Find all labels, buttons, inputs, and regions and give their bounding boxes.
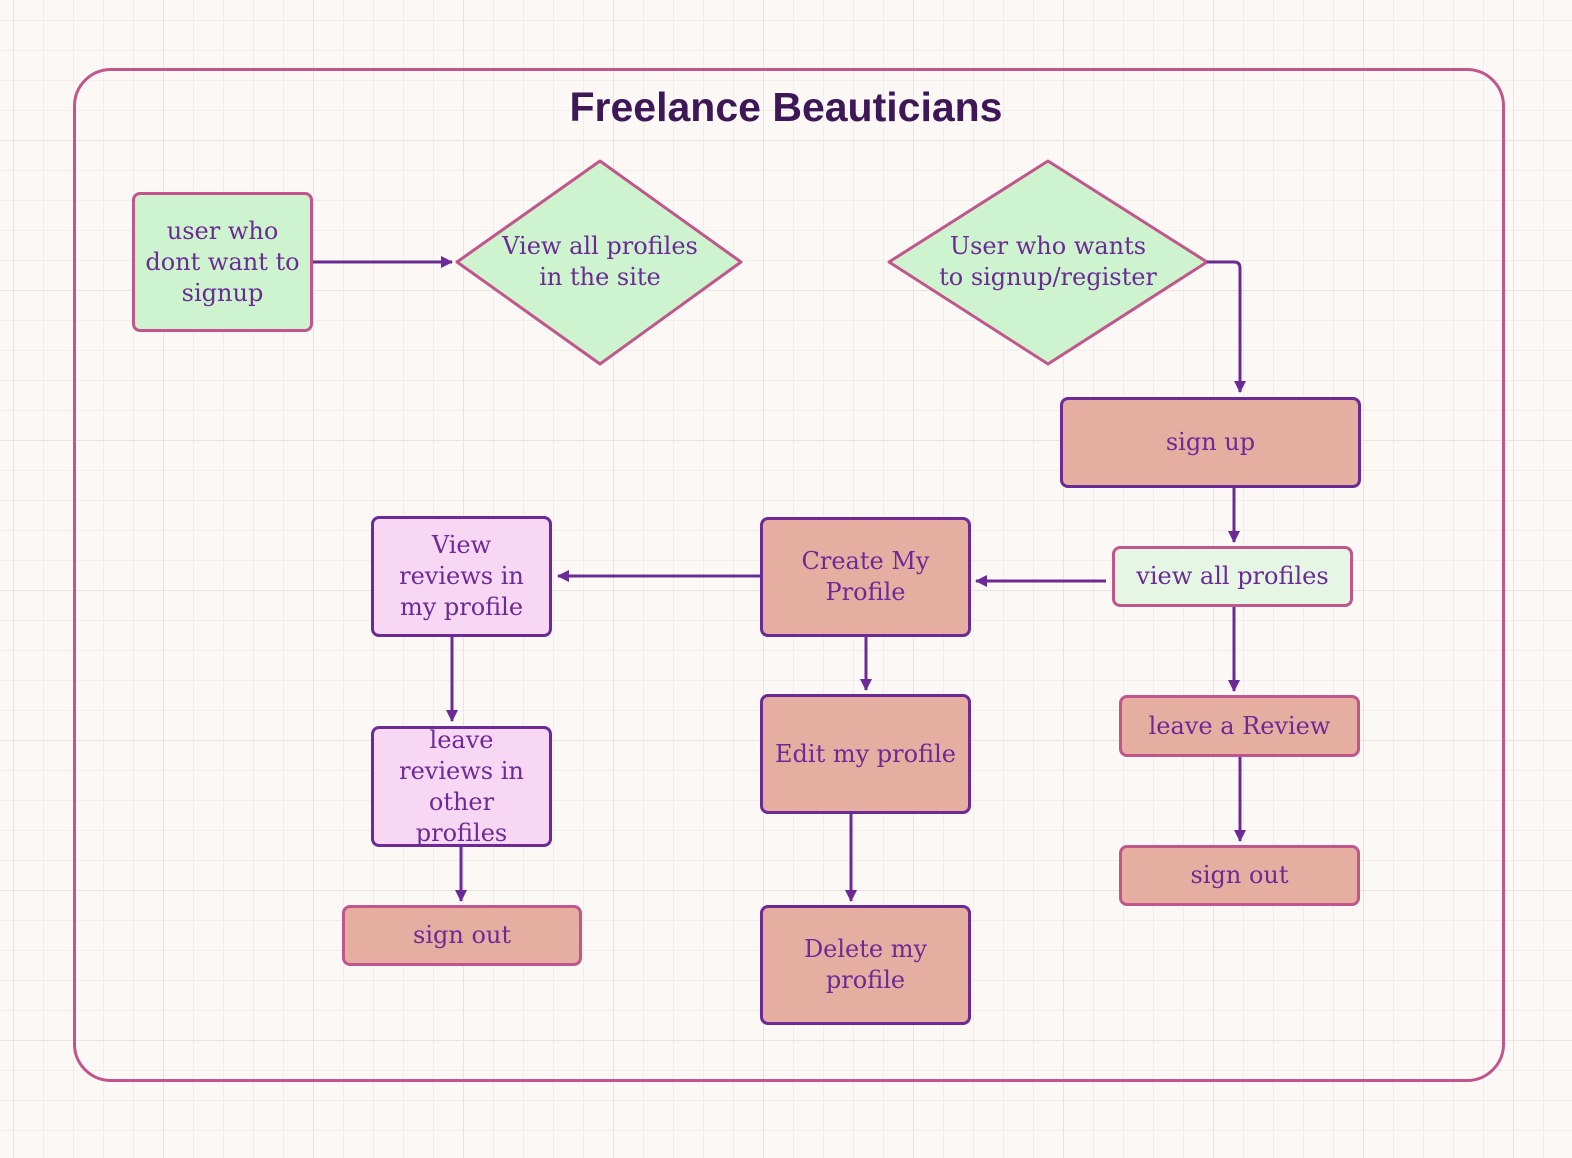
delete-profile-label: Delete my profile — [803, 935, 928, 994]
no-signup-user-label: user who dont want to signup — [145, 216, 300, 307]
delete-profile-node[interactable]: Delete my profile — [760, 905, 971, 1025]
arrow-signupuser-to-signup — [1207, 260, 1246, 393]
sign-out-right-label: sign out — [1190, 861, 1289, 889]
diagram-frame — [73, 68, 1505, 1082]
view-all-profiles-label: view all profiles — [1136, 562, 1329, 590]
leave-review-label: leave a Review — [1148, 711, 1331, 740]
no-signup-user-node[interactable]: user who dont want to signup — [132, 192, 313, 332]
sign-out-left-node[interactable]: sign out — [342, 905, 582, 966]
signup-user-diamond[interactable] — [887, 159, 1209, 366]
leave-review-node[interactable]: leave a Review — [1119, 695, 1360, 757]
view-all-profiles-site-diamond[interactable] — [455, 159, 743, 366]
signup-user-label-box: User who wants to signup/register — [928, 222, 1168, 302]
create-profile-label: Create My Profile — [801, 547, 930, 606]
create-profile-node[interactable]: Create My Profile — [760, 517, 971, 637]
signup-user-label: User who wants to signup/register — [939, 232, 1157, 291]
view-all-profiles-node[interactable]: view all profiles — [1112, 546, 1353, 607]
sign-out-right-node[interactable]: sign out — [1119, 845, 1360, 906]
sign-up-node[interactable]: sign up — [1060, 397, 1361, 488]
sign-out-left-label: sign out — [413, 921, 511, 949]
diagram-title: Freelance Beauticians — [569, 84, 1003, 130]
leave-reviews-other-node[interactable]: leave reviews in other profiles — [371, 726, 552, 847]
view-reviews-node[interactable]: View reviews in my profile — [371, 516, 552, 637]
view-reviews-label: View reviews in my profile — [399, 531, 524, 621]
view-all-profiles-site-label: View all profiles in the site — [502, 232, 698, 291]
view-all-profiles-site-label-box: View all profiles in the site — [490, 222, 710, 302]
edit-profile-node[interactable]: Edit my profile — [760, 694, 971, 814]
edit-profile-label: Edit my profile — [775, 739, 956, 768]
leave-reviews-other-label: leave reviews in other profiles — [399, 725, 524, 847]
sign-up-label: sign up — [1165, 428, 1256, 456]
